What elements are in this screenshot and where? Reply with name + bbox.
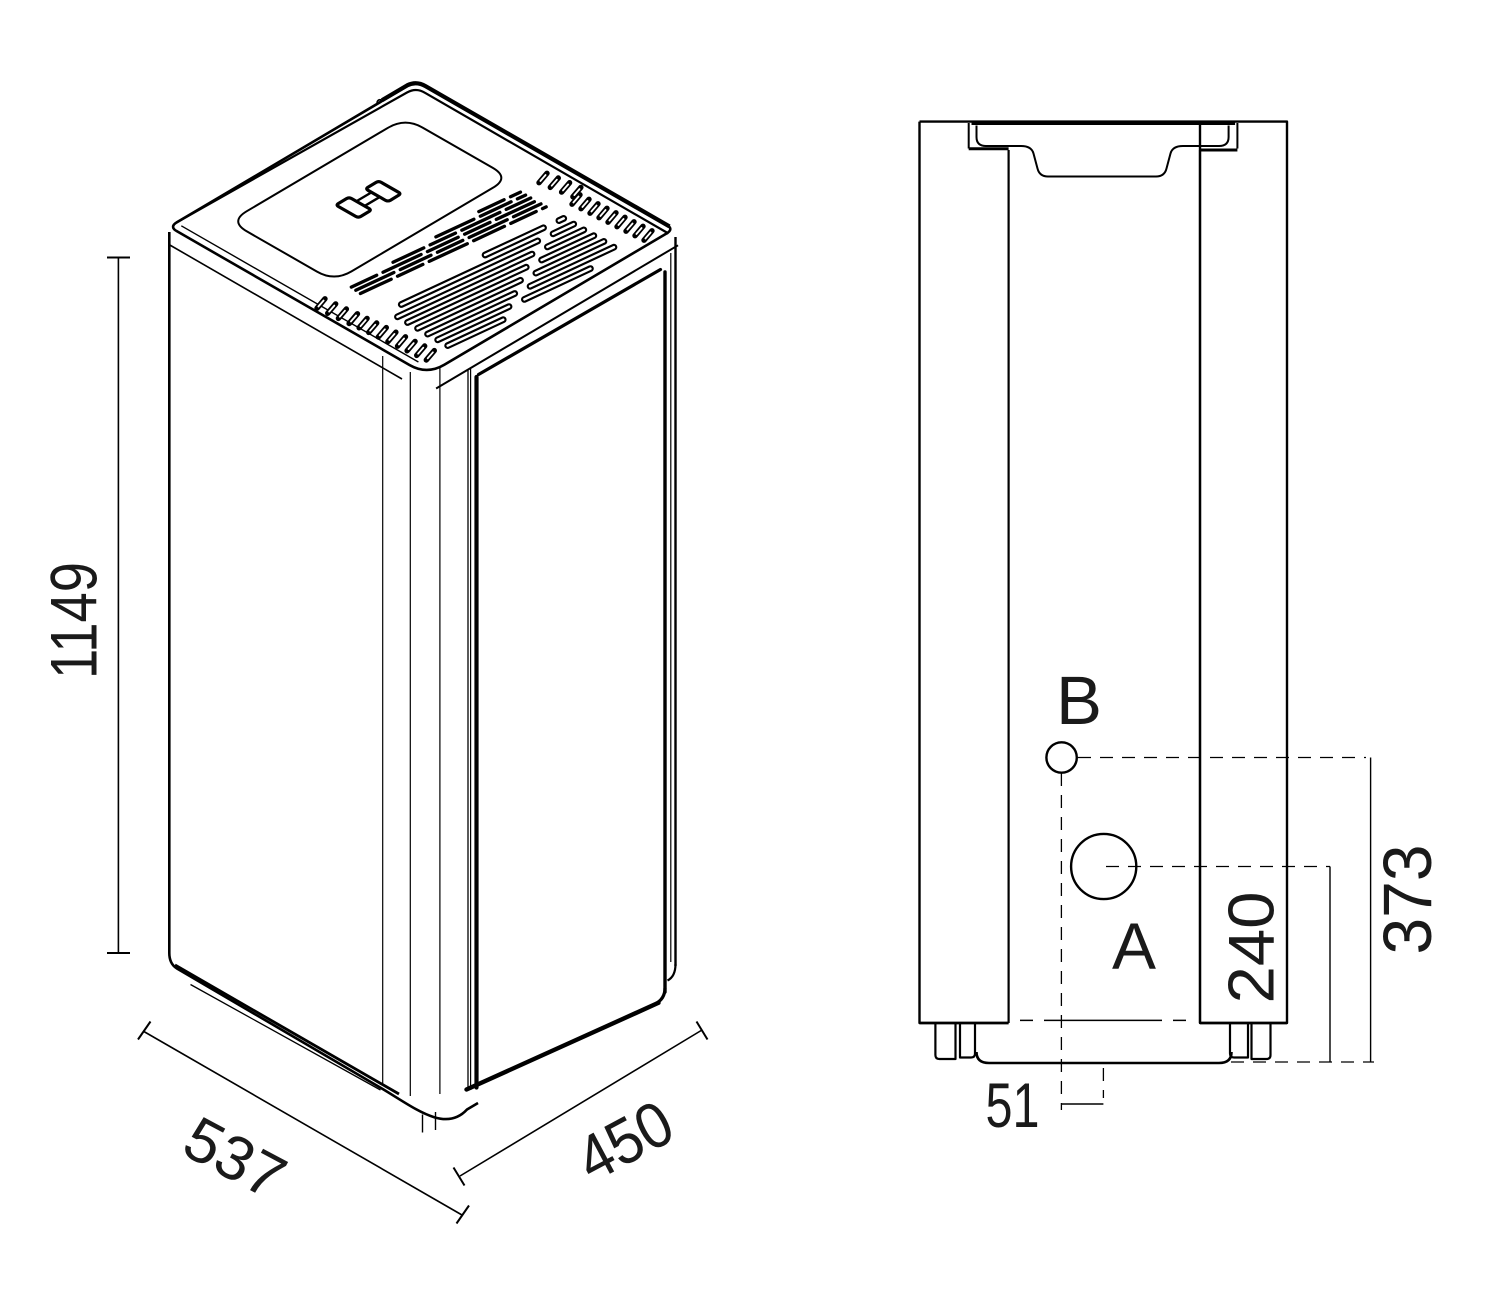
- svg-text:A: A: [1112, 909, 1156, 983]
- svg-text:373: 373: [1369, 845, 1446, 955]
- svg-text:1149: 1149: [37, 562, 111, 679]
- svg-text:240: 240: [1214, 892, 1287, 1004]
- svg-text:B: B: [1056, 662, 1102, 739]
- svg-text:51: 51: [986, 1071, 1040, 1141]
